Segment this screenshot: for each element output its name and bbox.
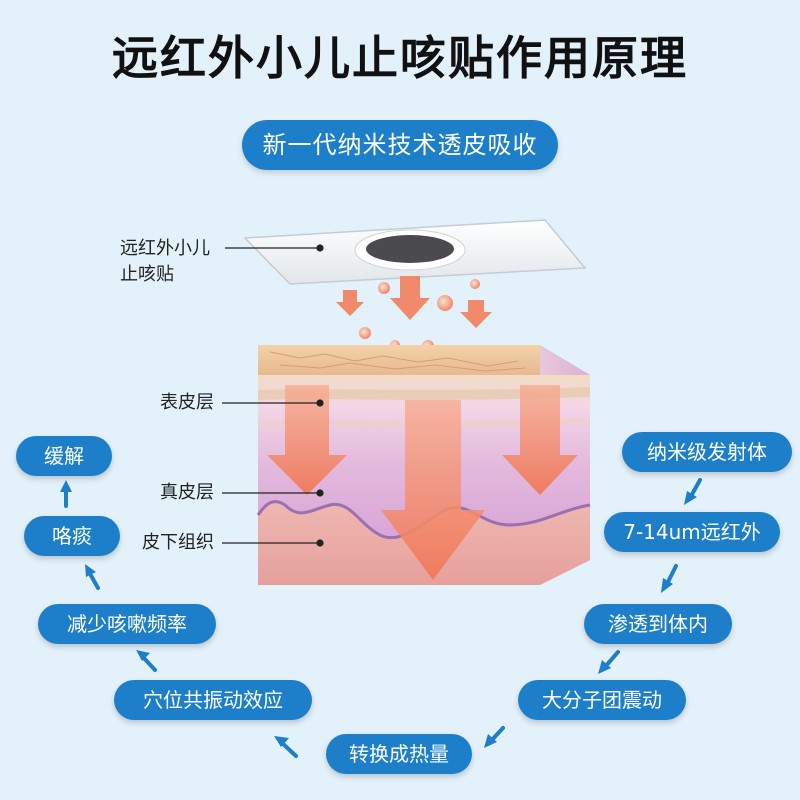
skin-block [256,345,591,585]
arrow-up-icon [60,480,72,508]
arrow-down-left-icon [484,726,505,748]
step-convert-heat: 转换成热量 [326,734,472,774]
step-acupoint-resonance: 穴位共振动效应 [114,680,312,720]
dermis-label: 真皮层 [160,482,214,503]
page-title: 远红外小儿止咳贴作用原理 [112,31,688,85]
step-expectorate: 咯痰 [24,516,120,556]
subtitle-badge: 新一代纳米技术透皮吸收 [242,120,558,170]
step-relief: 缓解 [16,436,112,476]
arrow-down-left-icon [661,564,678,593]
step-far-infrared: 7-14um远红外 [604,512,780,552]
arrow-up-left-icon [85,564,100,590]
step-molecule-vibration: 大分子团震动 [518,680,686,720]
arrow-down-left-icon [684,478,702,505]
step-nano-emitter: 纳米级发射体 [622,432,792,472]
leader-lines [222,244,324,547]
arrow-up-left-icon [274,736,298,758]
patch-label-line2: 止咳贴 [120,264,174,285]
arrow-down-left-icon [598,650,620,674]
patch-label-line1: 远红外小儿 [120,238,210,259]
subcutaneous-label: 皮下组织 [142,532,214,553]
epidermis-label: 表皮层 [160,392,214,413]
step-penetrate: 渗透到体内 [584,604,732,644]
patch-label: 远红外小儿 止咳贴 [120,236,210,288]
patch-graphic [243,219,587,285]
step-reduce-cough: 减少咳嗽频率 [38,604,216,644]
arrow-up-left-icon [136,650,157,672]
heat-particles [336,276,492,352]
